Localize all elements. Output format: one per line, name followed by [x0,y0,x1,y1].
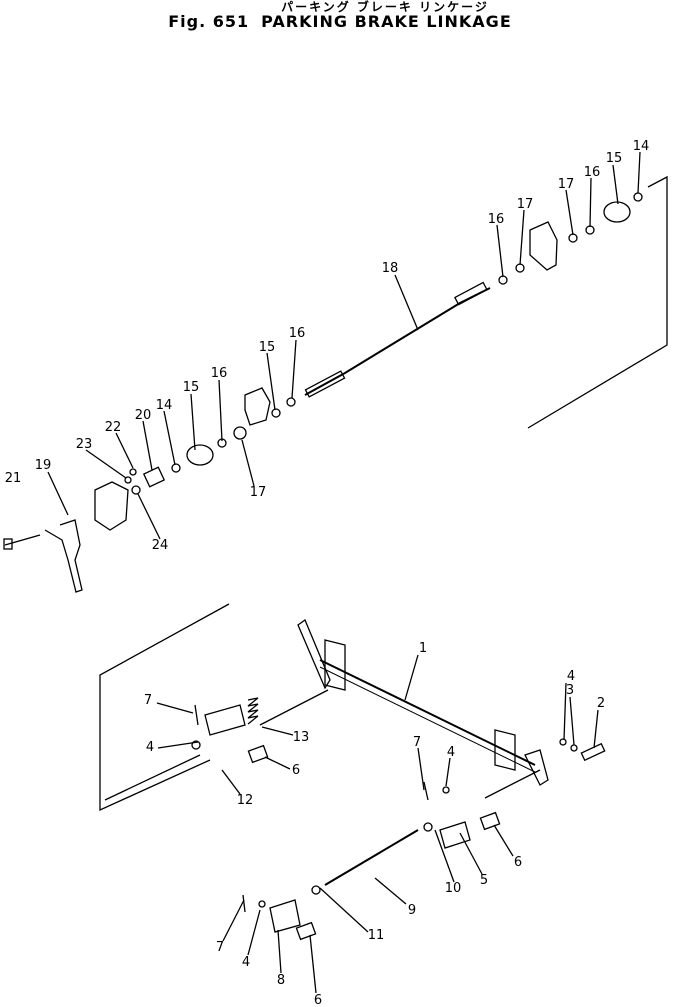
clevis [439,821,471,849]
callout-13: 13 [293,730,310,745]
cable-end [453,281,488,306]
callout-2: 2 [597,696,605,711]
callout-6: 6 [314,993,322,1007]
callout-7: 7 [144,693,152,708]
callout-10: 10 [445,881,462,896]
callout-16: 16 [488,212,505,227]
callout-16: 16 [584,165,601,180]
callout-24: 24 [152,538,169,553]
pin [479,811,501,831]
callout-21: 21 [5,471,22,486]
callout-4: 4 [146,740,154,755]
callout-18: 18 [382,261,399,276]
callout-17: 17 [517,197,534,212]
figure-title-japanese: パーキング ブレーキ リンケージ [281,0,489,14]
collar [142,466,166,488]
callout-12: 12 [237,793,254,808]
cotter-pin [242,894,246,913]
bolt-head [3,538,13,550]
callout-labels: 1415161716171816151615142022231921241714… [5,139,650,1007]
cotter-pin [423,781,429,801]
callout-14: 14 [156,398,173,413]
callout-20: 20 [135,408,152,423]
callout-4: 4 [242,955,250,970]
rod [324,829,419,886]
callout-11: 11 [368,928,385,943]
frame-line [99,603,230,812]
callout-19: 19 [35,458,52,473]
spring [247,697,259,725]
callout-7: 7 [216,940,224,955]
frame-line [527,175,668,429]
boot [186,444,214,466]
callout-17: 17 [250,485,267,500]
callout-16: 16 [289,326,306,341]
callout-6: 6 [514,855,522,870]
callout-16: 16 [211,366,228,381]
callout-9: 9 [408,903,416,918]
figure-name: PARKING BRAKE LINKAGE [261,12,512,31]
callout-23: 23 [76,437,93,452]
bolt [580,742,606,762]
callout-4: 4 [447,745,455,760]
shaft [319,659,536,766]
callout-15: 15 [606,151,623,166]
leader-lines [47,151,641,994]
washers [124,192,643,908]
cotter-pin [194,704,199,726]
boot [603,201,631,223]
callout-15: 15 [259,340,276,355]
callout-17: 17 [558,177,575,192]
shaft [319,666,536,773]
callout-6: 6 [292,763,300,778]
shaft-arm [297,618,331,690]
shaft-plate [494,729,516,771]
cable-end [304,370,346,398]
bolt [4,534,41,546]
cable [304,287,491,396]
callout-8: 8 [277,973,285,988]
callout-4: 4 [567,669,575,684]
shaft-plate [324,639,346,691]
shaft-arm [524,749,549,786]
callout-3: 3 [566,683,574,698]
callout-15: 15 [183,380,200,395]
figure-number: Fig. 651 [168,12,250,31]
callout-1: 1 [419,641,427,656]
bracket [529,221,558,271]
pedal-bracket [94,481,129,531]
callout-14: 14 [633,139,650,154]
clevis [269,899,301,933]
callout-7: 7 [413,735,421,750]
pin [247,744,269,764]
figure-title: Fig. 651 PARKING BRAKE LINKAGE [0,12,680,31]
pin [295,921,317,941]
callout-22: 22 [105,420,122,435]
callout-5: 5 [480,873,488,888]
clevis [204,704,246,736]
lever [44,519,83,593]
bracket [244,387,271,426]
